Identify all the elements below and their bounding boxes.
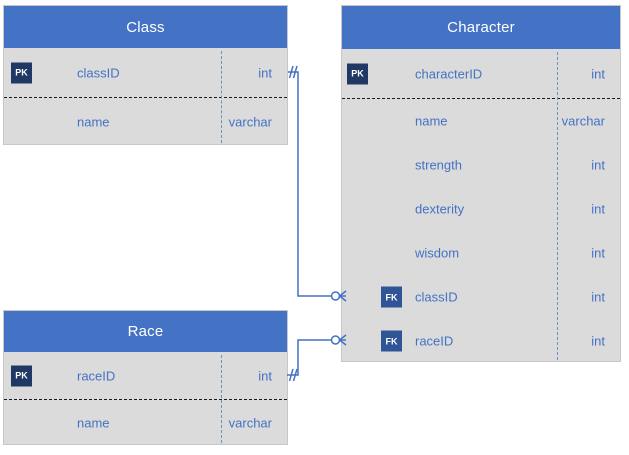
one-cardinality-icon [288,65,298,79]
field-type-label: int [591,157,605,173]
row-character-dexterity[interactable]: dexterity int [342,187,620,231]
row-character-classid[interactable]: FK classID int [342,275,620,319]
entity-race-header[interactable]: Race [4,311,287,352]
crowfoot-many-icon [339,290,347,302]
field-type-label: int [591,245,605,261]
pk-badge: PK [11,365,32,386]
field-name-label: name [415,113,448,129]
pk-badge: PK [11,62,32,83]
field-name-label: name [77,114,110,130]
field-name-label: raceID [77,368,116,383]
field-name-label: classID [77,65,120,80]
row-character-wisdom[interactable]: wisdom int [342,231,620,275]
field-type-label: int [258,65,272,80]
column-divider [221,51,222,143]
entity-class-body: PK classID int name varchar [4,48,287,146]
connector-line [288,71,331,297]
entity-class-header[interactable]: Class [4,6,287,48]
column-divider [221,355,222,443]
row-class-classid[interactable]: PK classID int [4,48,287,98]
field-name-label: classID [415,289,458,305]
row-class-name[interactable]: name varchar [4,98,287,146]
zero-circle-icon [330,335,341,345]
row-character-raceid[interactable]: FK raceID int [342,319,620,363]
entity-race-body: PK raceID int name varchar [4,352,287,446]
row-character-strength[interactable]: strength int [342,143,620,187]
row-race-name[interactable]: name varchar [4,400,287,446]
entity-class[interactable]: Class PK classID int name varchar [3,5,288,145]
fk-badge: FK [381,286,402,308]
field-type-label: varchar [228,415,272,431]
crowfoot-many-icon [339,334,347,346]
field-name-label: characterID [415,66,483,81]
field-type-label: varchar [561,113,605,129]
zero-circle-icon [330,291,341,301]
field-name-label: wisdom [415,245,460,261]
field-name-label: strength [415,157,462,173]
row-race-raceid[interactable]: PK raceID int [4,352,287,400]
entity-class-title: Class [126,18,165,36]
row-character-characterid[interactable]: PK characterID int [342,49,620,99]
field-type-label: int [591,201,605,217]
connector-line [287,339,331,376]
relationship-class-character[interactable] [288,65,347,302]
one-cardinality-icon [288,368,298,382]
entity-race[interactable]: Race PK raceID int name varchar [3,310,288,445]
entity-character[interactable]: Character PK characterID int name varcha… [341,5,621,362]
field-name-label: name [77,415,110,431]
field-type-label: int [258,368,272,383]
pk-badge: PK [347,63,368,84]
field-name-label: raceID [415,333,454,349]
field-type-label: int [591,66,605,81]
entity-character-body: PK characterID int name varchar strength… [342,49,620,363]
fk-badge: FK [381,330,402,352]
field-name-label: dexterity [415,201,465,217]
relationship-race-character[interactable] [287,334,347,382]
field-type-label: int [591,333,605,349]
column-divider [557,52,558,360]
entity-race-title: Race [127,323,164,340]
row-character-name[interactable]: name varchar [342,99,620,143]
entity-character-title: Character [447,19,515,36]
field-type-label: int [591,289,605,305]
field-type-label: varchar [228,114,272,130]
entity-character-header[interactable]: Character [342,6,620,49]
